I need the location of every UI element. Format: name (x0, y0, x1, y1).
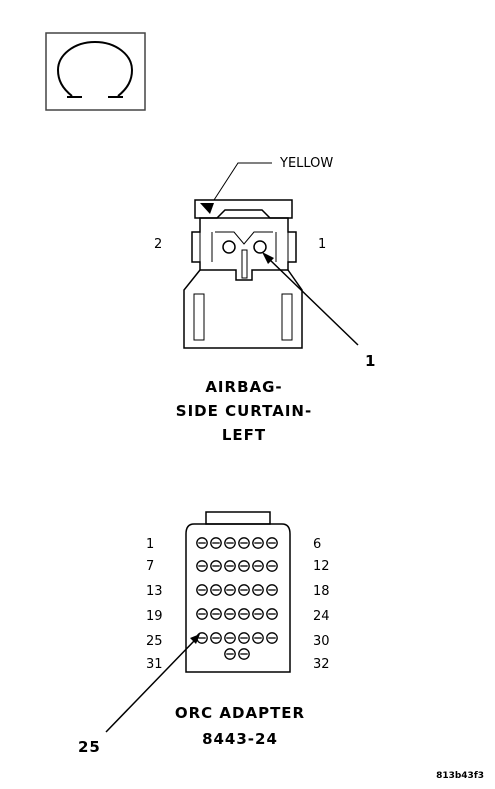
row-end-32: 32 (313, 657, 330, 672)
pin-cavity-22 (238, 608, 250, 620)
pin-cavity-20 (210, 608, 222, 620)
pin-label-1: 1 (318, 237, 326, 252)
pin-cavity-12 (266, 560, 278, 572)
row-end-30: 30 (313, 634, 330, 649)
pin-cavity-16 (238, 584, 250, 596)
pin-cavity-13 (196, 584, 208, 596)
pin-cavity-9 (224, 560, 236, 572)
orc-adapter-connector (185, 511, 291, 673)
row-end-12: 12 (313, 559, 330, 574)
pin-cavity-2 (222, 240, 236, 254)
pin-cavity-17 (252, 584, 264, 596)
pin-cavity-18 (266, 584, 278, 596)
figure-id: 813b43f3 (436, 771, 484, 781)
row-end-24: 24 (313, 609, 330, 624)
callout-25-leader (105, 634, 200, 733)
pin-cavity-28 (238, 632, 250, 644)
row-start-1: 1 (146, 537, 154, 552)
pin-cavity-31 (224, 648, 236, 660)
orc-title-line-2: 8443-24 (202, 730, 278, 748)
row-start-25: 25 (146, 634, 163, 649)
row-end-6: 6 (313, 537, 321, 552)
pin-cavity-19 (196, 608, 208, 620)
callout-1: 1 (365, 352, 376, 370)
pin-cavity-21 (224, 608, 236, 620)
pin-label-2: 2 (154, 237, 162, 252)
ohm-icon (56, 40, 134, 98)
airbag-title-line-3: LEFT (222, 426, 266, 444)
pin-cavity-4 (238, 537, 250, 549)
airbag-title-line-2: SIDE CURTAIN- (176, 402, 312, 420)
pin-cavity-11 (252, 560, 264, 572)
ohm-symbol-box (45, 32, 146, 111)
pin-cavity-27 (224, 632, 236, 644)
pin-cavity-6 (266, 537, 278, 549)
callout-25: 25 (78, 738, 101, 756)
pin-cavity-5 (252, 537, 264, 549)
pin-cavity-7 (196, 560, 208, 572)
row-start-31: 31 (146, 657, 163, 672)
pin-cavity-32 (238, 648, 250, 660)
wire-color-leader (213, 162, 272, 201)
airbag-title-line-1: AIRBAG- (205, 378, 282, 396)
pin-cavity-24 (266, 608, 278, 620)
row-start-19: 19 (146, 609, 163, 624)
callout-1-leader (262, 252, 359, 346)
pin-cavity-2 (210, 537, 222, 549)
pin-cavity-30 (266, 632, 278, 644)
pin-cavity-1 (196, 537, 208, 549)
pin-cavity-14 (210, 584, 222, 596)
pin-grid (196, 537, 278, 660)
pin-cavity-26 (210, 632, 222, 644)
wire-color-label: YELLOW (279, 156, 333, 171)
row-start-13: 13 (146, 584, 163, 599)
pin-cavity-15 (224, 584, 236, 596)
pin-cavity-29 (252, 632, 264, 644)
row-end-18: 18 (313, 584, 330, 599)
pin-cavity-1 (253, 240, 267, 254)
pin-cavity-8 (210, 560, 222, 572)
orc-title-line-1: ORC ADAPTER (175, 704, 305, 722)
row-start-7: 7 (146, 559, 154, 574)
airbag-connector (183, 199, 303, 349)
pin-cavity-3 (224, 537, 236, 549)
pin-cavity-10 (238, 560, 250, 572)
pin-cavity-23 (252, 608, 264, 620)
